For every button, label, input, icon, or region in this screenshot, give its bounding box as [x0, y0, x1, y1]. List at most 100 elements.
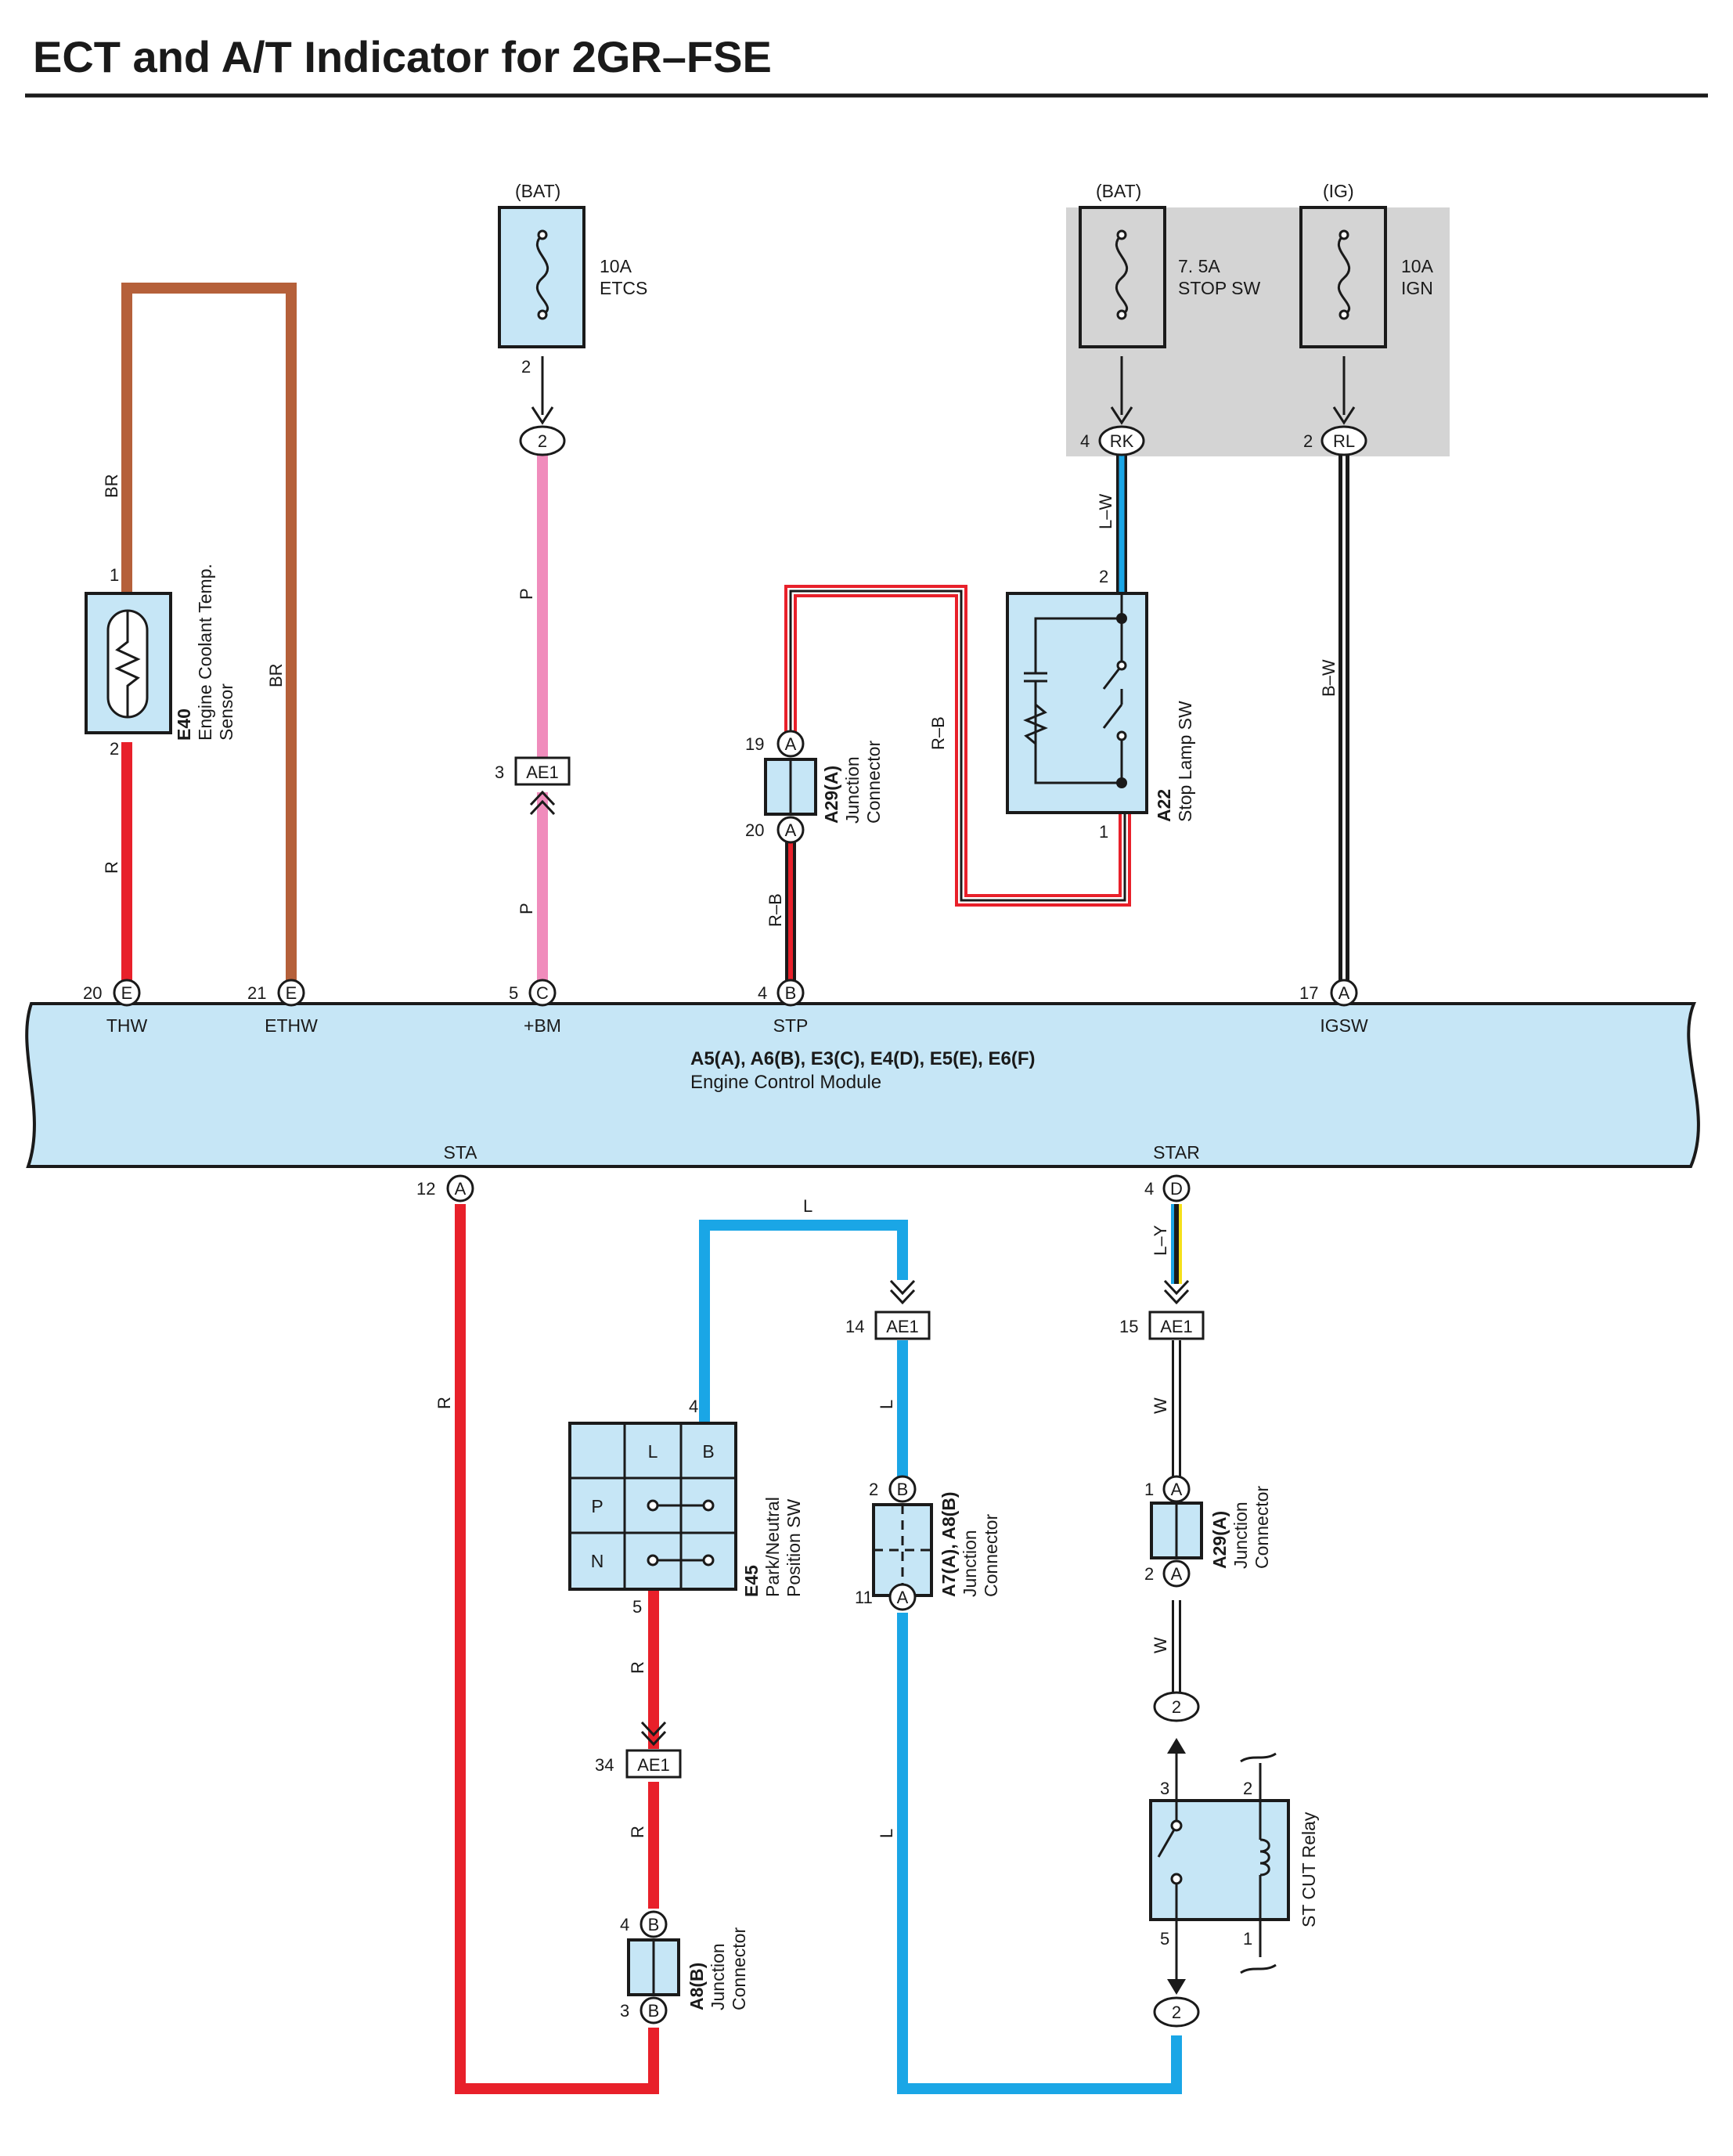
svg-text:A: A: [455, 1179, 467, 1199]
svg-text:R: R: [628, 1661, 647, 1674]
svg-text:Junction: Junction: [842, 756, 863, 824]
svg-text:+BM: +BM: [524, 1015, 561, 1036]
svg-text:A5(A), A6(B), E3(C), E4(D), E5: A5(A), A6(B), E3(C), E4(D), E5(E), E6(F): [690, 1048, 1035, 1069]
svg-text:B: B: [897, 1480, 909, 1499]
svg-text:ST CUT Relay: ST CUT Relay: [1299, 1812, 1319, 1927]
fuse-source: (BAT): [1096, 181, 1141, 201]
fuse-pin: 4: [1080, 431, 1090, 451]
svg-text:C: C: [536, 983, 549, 1003]
fuse-pin: 2: [1303, 431, 1313, 451]
svg-text:2: 2: [869, 1480, 878, 1499]
junction-connector-a7-a8: B 2 A 11 A7(A), A8(B) Junction Connector: [855, 1475, 1001, 1611]
fuse-name: ETCS: [600, 278, 647, 298]
svg-text:A8(B): A8(B): [686, 1963, 707, 2010]
ae1-connector-3: AE1 3: [495, 756, 571, 816]
ae1-connector-34: AE1 34: [595, 1721, 682, 1779]
fuse-name: IGN: [1401, 278, 1433, 298]
svg-text:Connector: Connector: [729, 1927, 749, 2010]
svg-text:11: 11: [855, 1588, 873, 1607]
svg-text:5: 5: [509, 983, 518, 1003]
svg-text:E45: E45: [741, 1565, 762, 1597]
svg-text:B: B: [648, 2001, 660, 2021]
stop-lamp-switch: 2 1 A22 Stop Lamp SW: [1006, 567, 1195, 842]
svg-text:BR: BR: [102, 474, 121, 498]
svg-text:L–W: L–W: [1096, 494, 1115, 529]
ae1-connector-15: AE1 15: [1119, 1279, 1205, 1340]
fuse-rating: 10A: [1401, 256, 1434, 276]
svg-text:R–B: R–B: [766, 893, 785, 927]
svg-text:W: W: [1151, 1637, 1170, 1653]
svg-text:2: 2: [1099, 567, 1108, 586]
engine-control-module: A5(A), A6(B), E3(C), E4(D), E5(E), E6(F)…: [25, 1002, 1700, 1168]
wire-labels: BR BR R P P R–B R–B L–W B–W R L L L R R …: [102, 474, 1338, 1838]
ecm-terminal-thw: E 20 THW: [83, 979, 147, 1036]
svg-text:BR: BR: [266, 663, 286, 687]
svg-text:20: 20: [83, 983, 102, 1003]
junction-connector-a8: B B 4 3 A8(B) Junction Connector: [620, 1910, 749, 2024]
svg-text:R: R: [628, 1826, 647, 1838]
svg-text:20: 20: [745, 820, 764, 840]
ae1-connector-14: AE1 14: [845, 1279, 931, 1340]
wire-l-top: [699, 1220, 908, 1423]
svg-text:Connector: Connector: [1252, 1486, 1272, 1569]
svg-text:E: E: [121, 983, 133, 1003]
svg-text:2: 2: [1144, 1564, 1154, 1584]
svg-text:AE1: AE1: [886, 1317, 919, 1336]
relay-connector-bottom: [1153, 1996, 1200, 2028]
svg-text:1: 1: [1243, 1929, 1252, 1949]
fuse-connector: 2: [538, 431, 547, 451]
svg-text:3: 3: [1160, 1779, 1169, 1798]
fuse-name: STOP SW: [1178, 278, 1261, 298]
junction-connector-a29-top: A A 19 20 A29(A) Junction Connector: [745, 730, 884, 844]
wire-br: [121, 283, 297, 993]
svg-text:STAR: STAR: [1153, 1142, 1200, 1163]
svg-text:4: 4: [620, 1915, 629, 1934]
fuse-source: (IG): [1323, 181, 1354, 201]
svg-text:A29(A): A29(A): [821, 766, 841, 824]
svg-text:L: L: [877, 1400, 896, 1409]
svg-text:R: R: [434, 1397, 454, 1409]
wire-r-sta: [455, 1204, 659, 2094]
svg-text:3: 3: [495, 763, 504, 782]
svg-text:Junction: Junction: [960, 1530, 980, 1597]
svg-text:N: N: [591, 1551, 604, 1571]
fuse-ign: (IG) 10A IGN 2 RL: [1299, 181, 1434, 456]
svg-text:1: 1: [1144, 1480, 1154, 1499]
svg-text:Engine Coolant Temp.: Engine Coolant Temp.: [195, 564, 215, 741]
svg-text:34: 34: [595, 1755, 614, 1775]
svg-text:A29(A): A29(A): [1209, 1511, 1230, 1569]
svg-text:STA: STA: [443, 1142, 477, 1163]
svg-text:1: 1: [1099, 822, 1108, 842]
fuse-connector: RL: [1333, 431, 1355, 451]
ecm-terminal-sta: STA A 12: [416, 1142, 477, 1202]
svg-text:B: B: [785, 983, 797, 1003]
svg-text:IGSW: IGSW: [1320, 1015, 1368, 1036]
svg-text:AE1: AE1: [526, 763, 559, 782]
svg-text:A: A: [1171, 1480, 1183, 1499]
svg-text:R: R: [102, 861, 121, 874]
svg-text:15: 15: [1119, 1317, 1138, 1336]
svg-text:Connector: Connector: [981, 1514, 1001, 1597]
svg-text:21: 21: [247, 983, 266, 1003]
ecm-terminal-igsw: A 17 IGSW: [1299, 979, 1368, 1036]
fuse-source: (BAT): [515, 181, 560, 201]
fuse-connector: RK: [1110, 431, 1134, 451]
wire-l-bottom: [897, 1613, 1182, 2094]
svg-text:4: 4: [758, 983, 767, 1003]
svg-text:2: 2: [1172, 2003, 1181, 2022]
svg-text:E40: E40: [174, 708, 194, 741]
svg-text:L: L: [648, 1441, 658, 1462]
svg-text:B: B: [648, 1915, 660, 1934]
svg-text:R–B: R–B: [928, 716, 948, 750]
svg-text:4: 4: [689, 1397, 698, 1416]
svg-text:2: 2: [110, 739, 119, 759]
svg-text:AE1: AE1: [637, 1755, 670, 1775]
ecm-terminal-stp: B 4 STP: [758, 979, 809, 1036]
svg-text:STP: STP: [773, 1015, 809, 1036]
svg-text:A22: A22: [1154, 789, 1174, 822]
svg-text:A: A: [1171, 1564, 1183, 1584]
svg-text:L–Y: L–Y: [1151, 1225, 1170, 1256]
svg-text:A: A: [897, 1588, 909, 1607]
svg-text:Park/Neutral: Park/Neutral: [762, 1497, 783, 1597]
svg-text:A: A: [1338, 983, 1350, 1003]
